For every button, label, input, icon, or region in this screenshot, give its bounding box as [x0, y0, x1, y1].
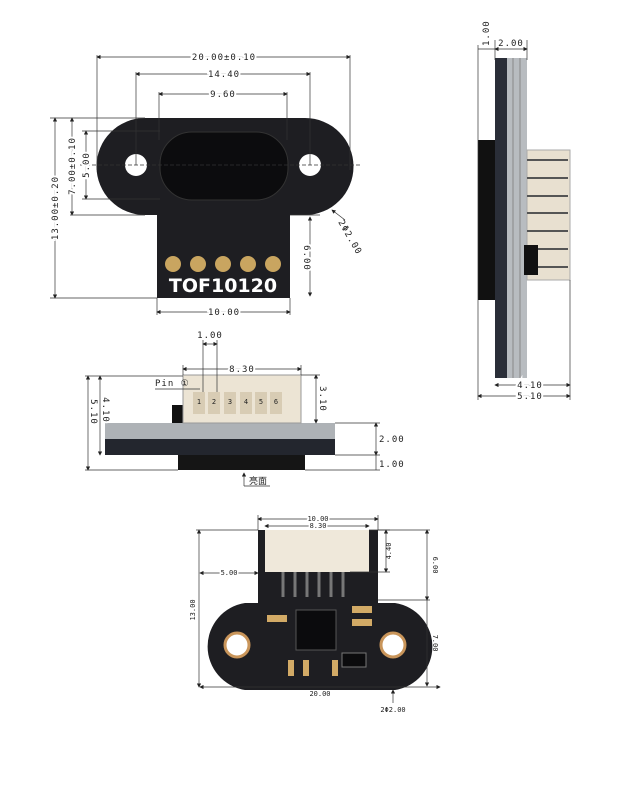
- solder-pads: [165, 256, 281, 272]
- dim-connector-width: 8.30: [229, 365, 255, 375]
- dim-stem-height-bottom: 6.00: [431, 557, 439, 574]
- dim-pcb-thickness-front: 2.00: [379, 435, 405, 445]
- model-label: TOF10120: [169, 275, 277, 297]
- light-face-label: 亮面: [249, 475, 267, 487]
- dim-stem-height: 6.00: [301, 245, 311, 271]
- dim-overall-height-bottom: 13.00: [189, 599, 197, 620]
- dim-stem-width-bottom: 10.00: [307, 515, 328, 523]
- dim-hole-diameter-bottom: 2Φ2.00: [380, 706, 405, 714]
- dim-lens-height: 5.00: [82, 152, 92, 178]
- top-view: TOF10120 20.00±0.10 14.40 9.60 13.00±0.2…: [49, 51, 363, 320]
- pin-number: 4: [244, 398, 248, 406]
- lens: [159, 131, 289, 201]
- lens-side: [478, 140, 495, 300]
- pin-number: 1: [197, 398, 201, 406]
- dim-height-total: 5.10: [88, 399, 98, 425]
- dim-depth-no-lens: 4.10: [517, 381, 543, 391]
- dim-connector-height: 3.10: [317, 386, 327, 412]
- pin-number: 5: [259, 398, 263, 406]
- dim-lens-width: 9.60: [210, 90, 236, 100]
- dim-hole-spacing: 14.40: [208, 70, 240, 80]
- dim-height-no-lens: 4.10: [100, 397, 110, 423]
- dim-depth-total: 5.10: [517, 392, 543, 402]
- front-view: 1 2 3 4 5 6 1.00 8.30 Pin ① 3.10 5.10 4.…: [85, 331, 405, 487]
- side-view: 1.00 2.00 4.10 5.10: [477, 20, 571, 404]
- pin-number: 3: [228, 398, 232, 406]
- connector-bottom: [265, 530, 369, 572]
- dim-oval-height-bottom: 7.00: [431, 635, 439, 652]
- dim-pin-pitch: 1.00: [197, 331, 223, 341]
- bottom-view: 10.00 8.30 4.40 6.00 7.00 5.00 13.00 20.…: [189, 514, 441, 714]
- lens-front: [178, 455, 305, 470]
- dim-connector-depth: 4.40: [385, 543, 393, 560]
- dim-pcb-thickness: 2.00: [498, 39, 524, 49]
- pin-labels: 1 2 3 4 5 6: [193, 392, 282, 414]
- dim-lens-thickness: 1.00: [482, 20, 492, 46]
- dim-overall-height: 13.00±0.20: [51, 176, 61, 240]
- dim-connector-width-bottom: 8.30: [310, 522, 327, 530]
- dim-overall-width: 20.00±0.10: [192, 53, 256, 63]
- dim-side-offset: 5.00: [221, 569, 238, 577]
- pin1-label: Pin ①: [155, 379, 190, 389]
- dim-overall-width-bottom: 20.00: [309, 690, 330, 698]
- chip: [295, 609, 337, 651]
- dim-lens-thickness-front: 1.00: [379, 460, 405, 470]
- dim-hole-diameter: 2Φ2.00: [335, 219, 363, 257]
- pin-number: 6: [274, 398, 278, 406]
- dim-oval-height: 7.00±0.10: [68, 137, 78, 195]
- dim-stem-width: 10.00: [208, 308, 240, 318]
- pin-number: 2: [212, 398, 216, 406]
